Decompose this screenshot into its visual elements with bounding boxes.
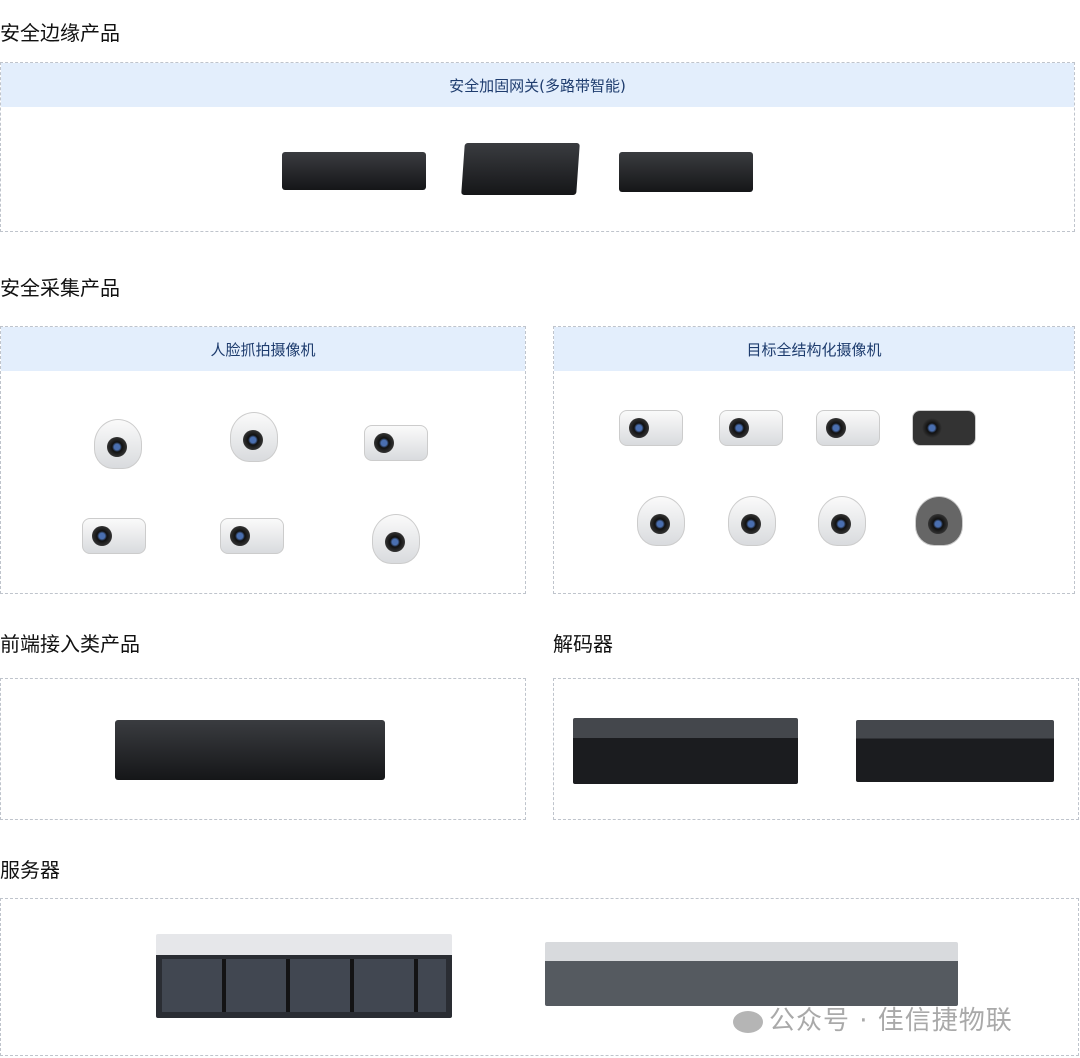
decoder-image-2 — [856, 720, 1054, 782]
camera-image — [903, 492, 973, 548]
section-title-server: 服务器 — [0, 858, 60, 882]
card-header: 安全加固网关(多路带智能) — [1, 63, 1074, 107]
camera-image — [716, 492, 786, 548]
card-face-camera: 人脸抓拍摄像机 — [0, 326, 526, 594]
camera-image — [78, 508, 148, 564]
gateway-image-2 — [461, 143, 580, 195]
server-image-2 — [545, 942, 958, 1006]
decoder-image-1 — [573, 718, 798, 784]
section-title-edge: 安全边缘产品 — [0, 21, 120, 45]
card-access — [0, 678, 526, 820]
card-structured-camera: 目标全结构化摄像机 — [553, 326, 1075, 594]
card-header: 人脸抓拍摄像机 — [1, 327, 525, 371]
card-server — [0, 898, 1079, 1056]
section-title-access: 前端接入类产品 — [0, 632, 140, 656]
camera-image — [615, 400, 685, 456]
server-image-1 — [156, 934, 452, 1018]
watermark: 公众号 · 佳信捷物联 — [733, 1000, 1013, 1037]
camera-image — [360, 510, 430, 566]
wechat-icon — [733, 1010, 763, 1033]
camera-image — [218, 408, 288, 464]
card-header: 目标全结构化摄像机 — [554, 327, 1074, 371]
camera-image — [82, 415, 152, 471]
camera-image — [360, 415, 430, 471]
section-title-collect: 安全采集产品 — [0, 276, 120, 300]
section-title-decoder: 解码器 — [553, 632, 613, 656]
gateway-image-1 — [282, 152, 426, 190]
gateway-image-3 — [619, 152, 753, 192]
camera-image — [625, 492, 695, 548]
camera-image — [908, 400, 978, 456]
access-device-image — [115, 720, 385, 780]
camera-image — [216, 508, 286, 564]
camera-image — [715, 400, 785, 456]
camera-image — [812, 400, 882, 456]
card-security-gateway: 安全加固网关(多路带智能) — [0, 62, 1075, 232]
card-decoder — [553, 678, 1079, 820]
camera-image — [806, 492, 876, 548]
